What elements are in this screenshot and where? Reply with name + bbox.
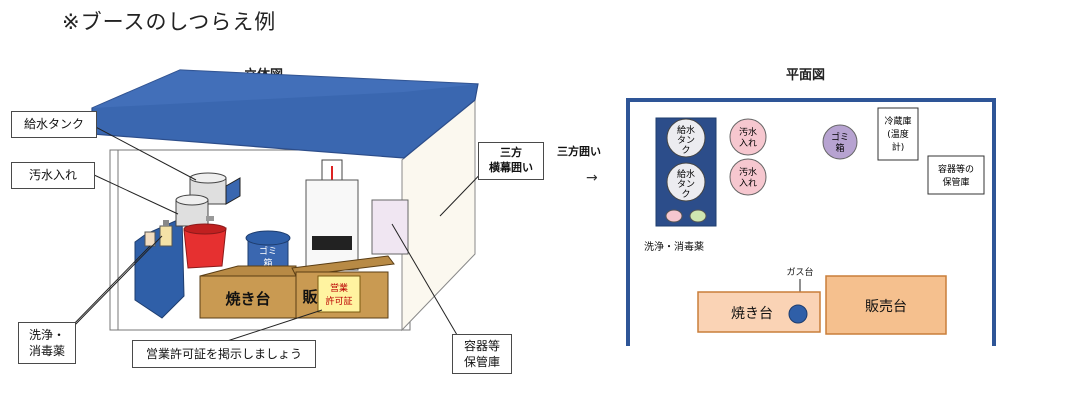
svg-text:ク: ク bbox=[681, 189, 690, 200]
plan-refrigerator: 冷蔵庫 (温度 計) bbox=[877, 107, 919, 161]
plan-arrow-icon: → bbox=[586, 170, 598, 186]
callout-sanitizer: 洗浄・ 消毒薬 bbox=[18, 322, 76, 364]
trash-can-label-2: 箱 bbox=[263, 257, 272, 269]
plan-gas-burner bbox=[788, 304, 808, 324]
plan-enclosure bbox=[626, 98, 996, 346]
grill-table-label: 焼き台 bbox=[225, 290, 270, 308]
callout-sanitizer-line-2: 消毒薬 bbox=[28, 344, 65, 358]
permit-sign bbox=[317, 275, 361, 313]
svg-text:計): 計) bbox=[892, 141, 905, 153]
callout-side-curtain: 三方 横幕囲い bbox=[478, 142, 544, 180]
plan-sanitizer-label: 洗浄・消毒薬 bbox=[644, 240, 704, 253]
plan-side-label: 三方囲い bbox=[557, 145, 601, 158]
svg-text:タン: タン bbox=[677, 179, 695, 190]
booth-perspective-drawing: ゴミ 箱 焼き台 販 営業 許可証 bbox=[69, 69, 493, 345]
svg-text:ゴミ: ゴミ bbox=[831, 131, 849, 143]
callout-container-storage-line-2: 保管庫 bbox=[463, 355, 500, 369]
svg-text:保管庫: 保管庫 bbox=[942, 176, 969, 188]
svg-text:箱: 箱 bbox=[835, 142, 844, 154]
plan-sanitizer-pink bbox=[665, 209, 683, 223]
svg-text:汚水: 汚水 bbox=[739, 126, 757, 138]
plan-waste-water-2: 汚水 入れ bbox=[729, 158, 767, 196]
booth-plan-drawing: 給水 タン ク 給水 タン ク 汚水 入れ 汚水 入れ ゴミ 箱 冷蔵庫 (温度… bbox=[626, 98, 996, 346]
callout-container-storage-line-1: 容器等 bbox=[463, 338, 500, 353]
grill-table: 焼き台 bbox=[199, 265, 297, 319]
callout-sanitizer-line-1: 洗浄・ bbox=[28, 327, 65, 342]
svg-text:給水: 給水 bbox=[677, 124, 695, 136]
plan-trash-can: ゴミ 箱 bbox=[822, 124, 858, 160]
callout-side-curtain-line-2: 横幕囲い bbox=[489, 161, 533, 174]
svg-text:入れ: 入れ bbox=[739, 138, 757, 149]
plan-sales-label: 販売台 bbox=[865, 299, 907, 315]
plan-sanitizer-green bbox=[689, 209, 707, 223]
permit-sign-label-2: 許可証 bbox=[325, 295, 352, 307]
plan-gas-label: ガス台 bbox=[786, 266, 813, 278]
svg-text:汚水: 汚水 bbox=[739, 166, 757, 178]
permit-sign-label-1: 営業 bbox=[330, 282, 348, 294]
water-tank-lower bbox=[175, 194, 214, 227]
plan-waste-water-1: 汚水 入れ bbox=[729, 118, 767, 156]
callout-waste-water: 汚水入れ bbox=[11, 162, 95, 189]
trash-can-label-1: ゴミ bbox=[259, 245, 277, 257]
plan-title: 平面図 bbox=[786, 68, 826, 83]
sales-counter-char: 販 bbox=[302, 288, 318, 306]
svg-text:(温度: (温度 bbox=[887, 128, 909, 140]
svg-text:タン: タン bbox=[677, 135, 695, 146]
callout-permit-note: 営業許可証を掲示しましょう bbox=[132, 340, 316, 368]
svg-text:入れ: 入れ bbox=[739, 178, 757, 189]
callout-side-curtain-line-1: 三方 bbox=[500, 146, 522, 160]
page-heading: ※ブースのしつらえ例 bbox=[62, 10, 277, 34]
plan-container-storage: 容器等の 保管庫 bbox=[927, 155, 985, 195]
plan-sales-table bbox=[825, 275, 947, 335]
container-storage-box bbox=[371, 199, 409, 255]
plan-water-tank-1: 給水 タン ク bbox=[666, 118, 706, 158]
plan-water-tank-2: 給水 タン ク bbox=[666, 162, 706, 202]
svg-text:給水: 給水 bbox=[677, 168, 695, 180]
sales-counter: 販 営業 許可証 bbox=[291, 255, 395, 319]
svg-text:容器等の: 容器等の bbox=[938, 163, 974, 175]
callout-water-tank: 給水タンク bbox=[11, 111, 97, 138]
refrigerator bbox=[305, 179, 359, 271]
svg-text:冷蔵庫: 冷蔵庫 bbox=[884, 115, 911, 127]
plan-grill-label: 焼き台 bbox=[731, 306, 773, 322]
svg-text:ク: ク bbox=[681, 145, 690, 156]
callout-container-storage: 容器等 保管庫 bbox=[452, 334, 512, 374]
